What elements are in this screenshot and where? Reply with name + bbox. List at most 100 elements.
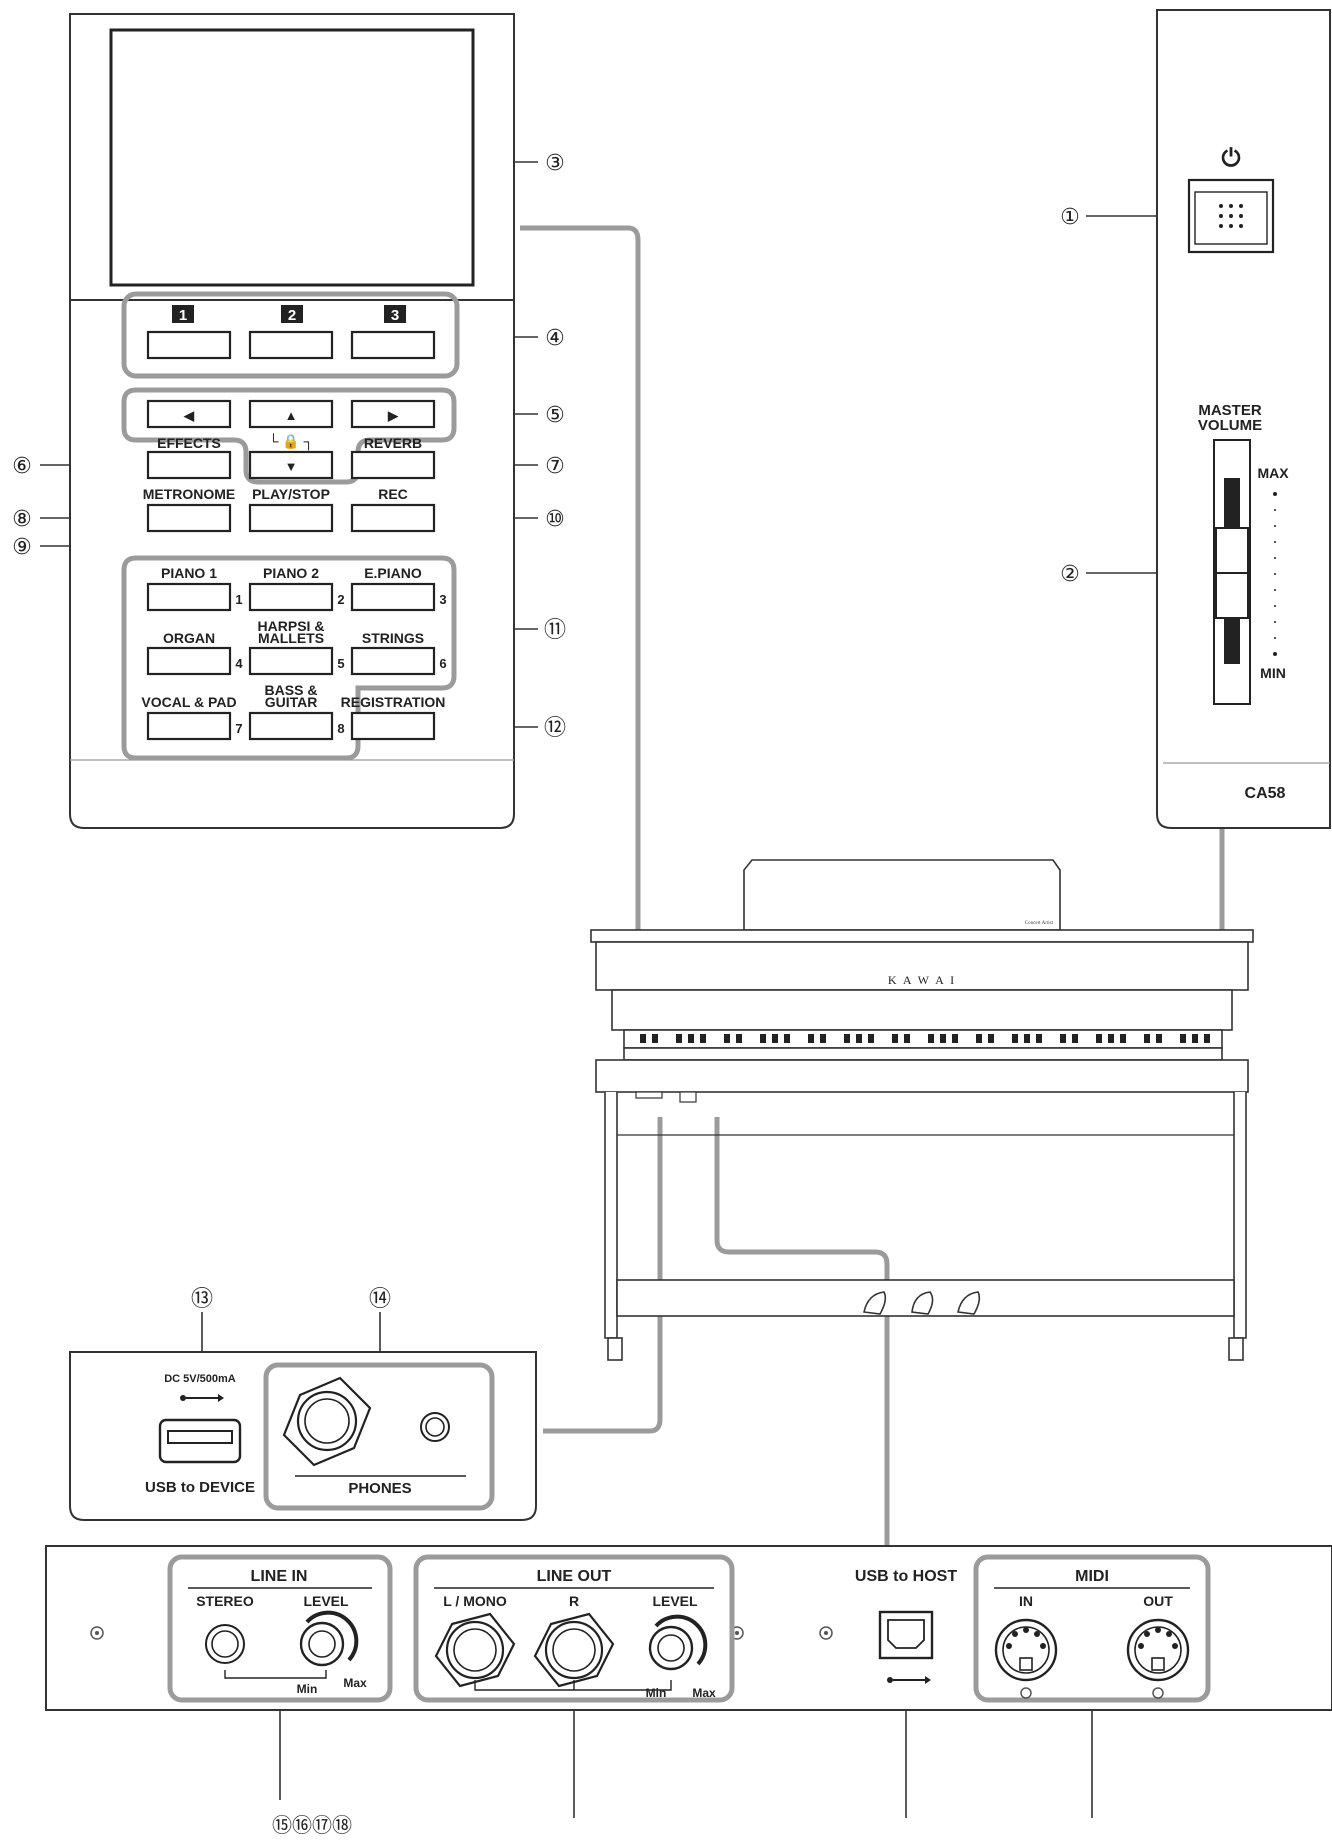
mallets-label: MALLETS [258, 630, 324, 646]
usb-to-host-label: USB to HOST [855, 1568, 957, 1585]
screen-button-2[interactable]: 2 [248, 305, 334, 360]
left-arrow-icon: ◀ [183, 408, 195, 423]
sound-button-organ[interactable]: ORGAN 4 [146, 630, 243, 676]
metronome-button[interactable] [146, 503, 232, 533]
svg-text:Concert Artist: Concert Artist [1025, 921, 1054, 926]
line-out-l-mono-label: L / MONO [443, 1593, 507, 1609]
strings-number: 6 [439, 656, 446, 671]
callout-2: ② [1060, 562, 1080, 587]
power-button[interactable] [1187, 178, 1275, 254]
black-key [1012, 1034, 1018, 1043]
black-key [736, 1034, 742, 1043]
callout-13: ⑬ [191, 1287, 213, 1312]
phones-label: PHONES [348, 1480, 411, 1497]
line-in-level-label: LEVEL [303, 1593, 349, 1609]
midi-title: MIDI [1075, 1568, 1109, 1585]
black-key [1192, 1034, 1198, 1043]
piano-2-label: PIANO 2 [263, 565, 319, 581]
black-key [652, 1034, 658, 1043]
reverb-label: REVERB [364, 435, 422, 451]
line-in-max-label: Max [343, 1676, 367, 1690]
navigation-group [121, 387, 457, 485]
side-panel: ⏻ MASTER VOLUME MAX MIN CA58 [1156, 9, 1331, 829]
nav-up-button[interactable]: ▲ [248, 399, 334, 429]
screen-button-3-key [350, 330, 436, 360]
line-out-r-jack[interactable] [533, 1612, 615, 1688]
usb-to-device-label: USB to DEVICE [145, 1479, 255, 1496]
black-key [820, 1034, 826, 1043]
sound-button-piano-1[interactable]: PIANO 1 1 [146, 565, 243, 612]
vocal-pad-label: VOCAL & PAD [141, 694, 236, 710]
guitar-label: GUITAR [265, 694, 318, 710]
leader-rear-to-piano [714, 1117, 890, 1546]
model-name: CA58 [1245, 785, 1286, 802]
line-out-max-label: Max [692, 1686, 716, 1700]
black-key [772, 1034, 778, 1043]
power-grip-icon [1219, 204, 1243, 228]
line-in-stereo-label: STEREO [196, 1593, 254, 1609]
usb-to-host-port[interactable] [878, 1610, 934, 1660]
screen-button-1[interactable]: 1 [146, 305, 232, 360]
line-in-min-label: Min [297, 1682, 318, 1696]
black-key [856, 1034, 862, 1043]
headphone-hook [679, 1091, 697, 1103]
up-arrow-icon: ▲ [285, 408, 298, 423]
master-volume-slider[interactable] [1213, 439, 1251, 705]
sound-select-group [121, 555, 457, 761]
midi-in-port[interactable] [994, 1618, 1058, 1682]
pedals [863, 1291, 981, 1315]
black-key [1144, 1034, 1150, 1043]
play-stop-button[interactable] [248, 503, 334, 533]
registration-button[interactable]: REGISTRATION [341, 694, 446, 741]
phones-jack-large[interactable] [282, 1376, 372, 1467]
screen-button-3[interactable]: 3 [350, 305, 436, 360]
rear-panel: LINE IN STEREO LEVEL Min Max LINE OUT L … [45, 1545, 1332, 1711]
sound-button-strings[interactable]: STRINGS 6 [350, 630, 447, 676]
black-key [640, 1034, 646, 1043]
sound-button-e-piano[interactable]: E.PIANO 3 [350, 565, 447, 612]
nav-down-button[interactable]: ▼ [248, 450, 334, 480]
black-key [1180, 1034, 1186, 1043]
usb-to-device-port[interactable] [158, 1418, 242, 1464]
phones-jack-mini[interactable] [420, 1412, 450, 1442]
rec-button[interactable] [350, 503, 436, 533]
line-in-stereo-jack[interactable] [205, 1624, 245, 1664]
midi-out-port[interactable] [1126, 1618, 1190, 1682]
sound-button-bass-guitar[interactable]: BASS & GUITAR 8 [248, 682, 345, 741]
black-key [1060, 1034, 1066, 1043]
reverb-button[interactable] [350, 450, 436, 480]
dc-spec-label: DC 5V/500mA [164, 1373, 236, 1385]
piano-1-label: PIANO 1 [161, 565, 217, 581]
line-in-level-knob[interactable] [299, 1610, 359, 1667]
line-out-level-knob[interactable] [648, 1614, 708, 1671]
effects-button[interactable] [146, 450, 232, 480]
black-key [1204, 1034, 1210, 1043]
strings-label: STRINGS [362, 630, 424, 646]
usb-host-icon [887, 1676, 931, 1684]
piano-2-number: 2 [337, 592, 344, 607]
digital-piano-illustration: Concert Artist K A W A I [590, 859, 1254, 1361]
key-slip [623, 1029, 1223, 1049]
nav-left-button[interactable]: ◀ [146, 399, 232, 429]
piano-1-number: 1 [235, 592, 242, 607]
line-out-l-mono-jack[interactable] [434, 1612, 516, 1688]
touch-screen-display[interactable] [109, 28, 475, 287]
callout-3: ③ [545, 151, 565, 176]
black-key [688, 1034, 694, 1043]
black-key [844, 1034, 850, 1043]
sound-button-piano-2[interactable]: PIANO 2 2 [248, 565, 345, 612]
screen-button-2-label: 2 [288, 307, 296, 324]
black-key [1024, 1034, 1030, 1043]
black-key [988, 1034, 994, 1043]
sound-button-harpsi-mallets[interactable]: HARPSI & MALLETS 5 [248, 618, 345, 676]
black-key [760, 1034, 766, 1043]
line-out-title: LINE OUT [537, 1568, 612, 1585]
callout-1: ① [1060, 205, 1080, 230]
nav-right-button[interactable]: ▶ [350, 399, 436, 429]
callout-4: ④ [545, 326, 565, 351]
line-out-r-label: R [569, 1593, 579, 1609]
min-label: MIN [1260, 665, 1286, 681]
sound-button-vocal-pad[interactable]: VOCAL & PAD 7 [141, 694, 243, 741]
callout-12: ⑫ [544, 716, 566, 741]
midi-out-label: OUT [1143, 1593, 1173, 1609]
